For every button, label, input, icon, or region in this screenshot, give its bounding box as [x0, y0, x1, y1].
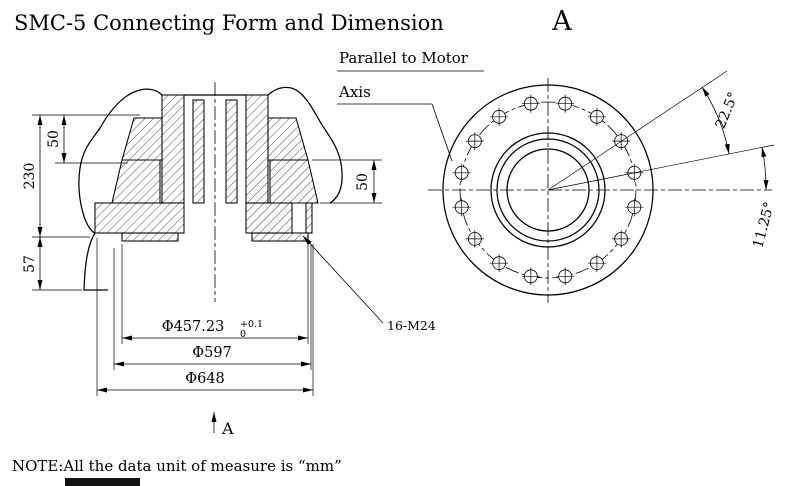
screen-artifact-bar: [65, 478, 140, 486]
sleeve-wall-left: [192, 99, 205, 204]
hub-wall-left: [161, 94, 185, 204]
dim-dia457-tol-upper: +0.1: [240, 319, 263, 330]
dim-50-right-text: 50: [355, 173, 371, 191]
dim-dia-457: Φ457.23 +0.1 0: [121, 244, 309, 344]
dim-57-text: 57: [22, 255, 38, 273]
view-a-label: A: [551, 6, 572, 37]
hub-wall-right: [245, 94, 269, 204]
sleeve-wall-right: [225, 99, 238, 204]
section-view: 230 50 57 50 Φ457.23 +0.1 0: [22, 82, 436, 438]
section-arrow: A: [211, 412, 234, 438]
bore-circle: [506, 148, 590, 232]
parallel-text-line2: Axis: [338, 83, 371, 101]
dim-50-left-text: 50: [46, 130, 62, 148]
bolt-circle: [459, 101, 637, 279]
dim-angle-11-25: 11.25°: [547, 144, 778, 250]
housing-outline-right: [267, 86, 343, 204]
flange-section-right: [305, 202, 313, 234]
section-arrow-label: A: [221, 419, 234, 438]
housing-wall-left-lower: [111, 159, 161, 204]
face-view: 22.5° 11.25°: [428, 70, 778, 303]
dim-dia-648: Φ648: [96, 238, 314, 396]
housing-wall-right-lower: [269, 159, 319, 204]
dim-230: 230: [22, 114, 140, 238]
housing-outline-lower-left: [83, 232, 108, 291]
housing-wall-left-upper: [121, 117, 163, 161]
dim-50-left: 50: [46, 115, 128, 164]
thread-callout-text: 16-M24: [387, 318, 436, 333]
dim-50-right: 50: [312, 159, 382, 204]
drawing-title: SMC-5 Connecting Form and Dimension: [14, 11, 444, 35]
dim-230-text: 230: [22, 163, 38, 190]
dim-angle-22-5-text: 22.5°: [713, 90, 742, 131]
dim-angle-11-25-text: 11.25°: [750, 200, 778, 250]
parallel-axis-annotation: Parallel to Motor Axis: [337, 49, 484, 162]
dim-57: 57: [22, 237, 82, 291]
spigot-circle-inner: [496, 138, 600, 242]
housing-wall-right-upper: [267, 117, 309, 161]
parallel-text-line1: Parallel to Motor: [339, 49, 469, 67]
spigot-step-right: [251, 232, 309, 242]
annotation-leader: [431, 103, 453, 162]
dim-dia597-text: Φ597: [192, 345, 232, 361]
spigot-circle-outer: [490, 132, 606, 248]
flange-section-mid: [245, 202, 293, 234]
dim-dia648-text: Φ648: [185, 371, 225, 387]
dim-dia-597: Φ597: [113, 244, 312, 370]
dim-dia457-tol-lower: 0: [240, 329, 246, 340]
unit-note: NOTE:All the data unit of measure is “mm…: [12, 457, 342, 475]
dim-dia457-text: Φ457.23: [162, 319, 225, 335]
housing-outline-left: [78, 88, 163, 234]
spigot-step-left: [121, 232, 179, 242]
flange-outer-circle: [442, 84, 654, 296]
flange-section-left: [94, 202, 185, 234]
thread-callout: 16-M24: [302, 235, 436, 333]
